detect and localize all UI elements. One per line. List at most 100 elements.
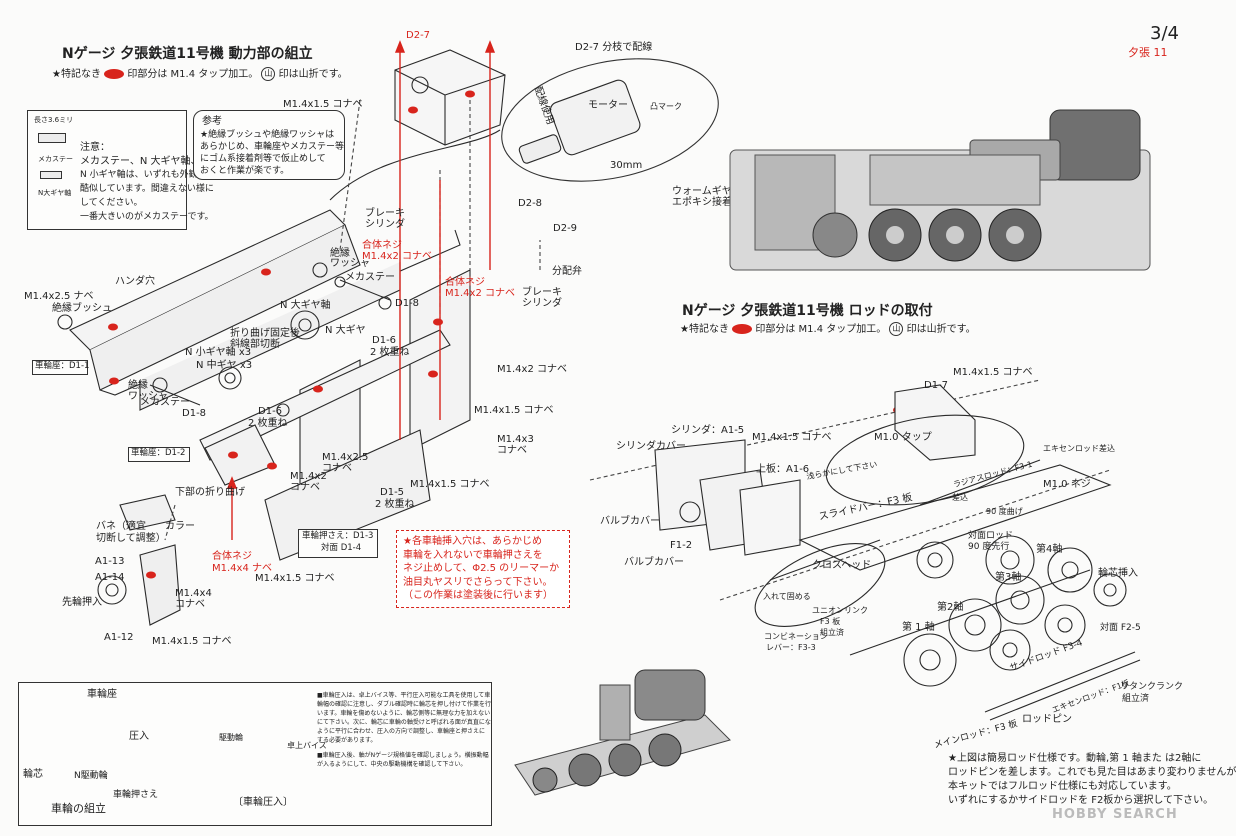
label-bottom-fold: 下部の折り曲げ — [175, 487, 245, 498]
label-cyl-cover: シリンダカバー — [616, 441, 686, 452]
badge-wheel-press: 車輪押さえ：D1-3 対面 D1-4 — [298, 529, 378, 558]
label-brake-cyl-1: ブレーキ — [365, 208, 405, 219]
press-text-8: が入るようにして、中央の駆動機構を確認して下さい。 — [317, 761, 467, 768]
label-valve-cover: バルブカバー — [600, 516, 660, 527]
label-d1-8-a: D1-8 — [395, 298, 420, 309]
label-d2-7-top: D2-7 — [406, 30, 431, 41]
label-m14-15-mid: M1.4x1.5 コナベ — [474, 405, 554, 416]
label-a1-12: A1-12 — [104, 632, 134, 643]
label-return-crank-2: 組立済 — [1122, 694, 1150, 704]
label-assembly-screw-3b: M1.4x4 ナベ — [212, 563, 272, 574]
vise-label: 卓上バイス — [287, 741, 327, 750]
label-valve-cover-2: バルブカバー — [624, 557, 684, 568]
reamer-line-2: 車輪を入れないで車輪押さえを — [403, 549, 543, 561]
press-text-7: ■車輪圧入後、軸がNゲージ規格値を確認しましょう。横振動幅 — [317, 752, 489, 759]
label-cylinder: シリンダ：A1-5 — [671, 425, 745, 436]
label-d1-5: D1-5 — [380, 487, 405, 498]
caution-line-2: N 小ギヤ軸は、いずれも外観が — [80, 170, 207, 180]
label-30mm: 30mm — [610, 160, 643, 171]
label-d1-6-b: D1-6 — [258, 406, 283, 417]
label-assembly-screw-3: 合体ネジ — [212, 551, 252, 562]
label-m14-2: M1.4x2 コナベ — [497, 364, 567, 375]
reference-line-2: あらかじめ、車輪座やメカステー等 — [200, 142, 345, 152]
label-m14-2-b: M1.4x2 — [290, 471, 327, 482]
drive-wheel-label: 駆動輪 — [219, 733, 243, 742]
press-in-label: 圧入 — [129, 731, 149, 742]
label-m14-25-b2: コナベ — [322, 463, 352, 474]
label-eccentric-rod: エキセンロッド差込 — [1043, 444, 1115, 453]
label-assembly-screw-1: 合体ネジ — [362, 240, 402, 251]
press-text-2: 輪幅の確認に注意し、ダブル確認時に輪芯を押し付けて作業を行 — [317, 701, 492, 708]
label-fold-fix-2: 斜線部切断 — [230, 339, 280, 350]
label-union-link-3: 組立済 — [820, 628, 844, 637]
label-spring-1: バネ（適宜 — [96, 521, 146, 532]
label-m14-15-cyl: M1.4x1.5 コナベ — [752, 432, 832, 443]
shaft-part-icon — [40, 171, 62, 179]
label-axle-4: 第4軸 — [1036, 544, 1063, 555]
caution-line-1: メカステー、N 大ギヤ軸、 — [80, 156, 201, 167]
label-lead-insert: 先輪押入 — [62, 597, 102, 608]
label-m1-screw: M1.0 ネジ — [1043, 479, 1091, 490]
label-combination-1: コンビネーション — [764, 632, 828, 641]
section2-legend: ★特記なき 印部分は M1.4 タップ加工。 山 印は山折です。 — [680, 322, 976, 336]
gear-shaft-label: N大ギヤ軸 — [38, 189, 72, 197]
reamer-caution-note: ★各車軸挿入穴は、あらかじめ 車輪を入れないで車輪押さえを ネジ止めして、Φ2.… — [396, 530, 570, 608]
label-m14-2-b2: コナベ — [290, 482, 320, 493]
label-fold-fix-1: 折り曲げ固定後 — [230, 328, 300, 339]
label-crosshead: クロスヘッド — [812, 560, 872, 571]
reference-line-4: おくと作業が楽です。 — [200, 166, 290, 176]
badge-wheel-seat-d1-1: 車輪座：D1-1 — [32, 360, 89, 375]
wheel-assembly-box: 車輪座 圧入 輪芯 N駆動輪 車輪の組立 車輪押さえ 駆動輪 卓上バイス 〔車輪… — [18, 682, 492, 826]
caution-line-3: 酷似しています。間違えない様に — [80, 184, 214, 194]
label-d1-8-b: D1-8 — [182, 408, 207, 419]
caution-line-5: 一番大きいのがメカステーです。 — [80, 212, 214, 222]
tap-mark-icon — [732, 324, 753, 334]
label-mark: 凸マーク — [650, 102, 682, 111]
label-insert-fix: 入れて固める — [763, 592, 811, 601]
label-brake-cyl-2: ブレーキ — [522, 287, 562, 298]
label-m14-25: M1.4x2.5 ナベ — [24, 291, 94, 302]
page-number: 3/4 — [1150, 23, 1179, 44]
rod-note-line-1: ★上図は簡易ロッド仕様です。動輪,第 1 軸また は2軸に — [948, 753, 1202, 764]
label-d1-7: D1-7 — [924, 380, 949, 391]
wheel-core-label: 輪芯 — [23, 769, 43, 780]
label-axle-insert: 輪芯挿入 — [1098, 568, 1138, 579]
label-insul-bush: 絶縁ブッシュ — [52, 303, 112, 314]
label-d1-6-a-sub: 2 枚重ね — [370, 347, 410, 358]
label-m14-15-low: M1.4x1.5 コナベ — [410, 479, 490, 490]
reference-note-box: 参考 ★絶縁ブッシュや絶縁ワッシャは あらかじめ、車輪座やメカステー等 にゴム系… — [193, 110, 345, 180]
caution-note-box: 長さ3.6ミリ メカステー N大ギヤ軸 注意： メカステー、N 大ギヤ軸、 N … — [27, 110, 214, 230]
label-n-small-shaft: N 小ギヤ軸 x3 — [185, 347, 252, 358]
press-text-5: ように平行に合わせ、圧入の方向で調整し、車輪座と押さえに — [317, 728, 486, 735]
section2-title: Nゲージ 夕張鉄道11号機 ロッドの取付 — [682, 303, 933, 319]
chassis-photo — [720, 95, 1168, 290]
label-collar: カラー — [165, 521, 195, 532]
label-m14-4b: コナベ — [175, 599, 205, 610]
label-n-mid-gear: N 中ギヤ x3 — [196, 360, 253, 371]
rod-note-line-2: ロッドピンを差します。これでも見た目はあまり変わりませんが — [948, 767, 1236, 778]
label-d1-5-sub: 2 枚重ね — [375, 499, 415, 510]
mountain-fold-icon: 山 — [261, 67, 276, 81]
reamer-line-5: （この作業は塗装後に行います） — [403, 590, 553, 601]
press-in-caption: 〔車輪圧入〕 — [233, 797, 293, 808]
reference-line-3: にゴム系接着剤等で仮止めして — [200, 154, 326, 164]
label-axle-3: 第3軸 — [995, 572, 1022, 583]
reamer-line-4: 油目丸ヤスリでさらって下さい。 — [403, 576, 553, 588]
chassis-photo-2 — [505, 660, 740, 810]
label-assembly-screw-2b: M1.4x2 コナベ — [445, 288, 515, 299]
label-worm-2: エポキシ接着取付 — [672, 197, 752, 208]
rod-note-line-4: いずれにするかサイドロッドを F2板から選択して下さい。 — [948, 795, 1214, 806]
label-return-crank-1: リタンクランク — [1120, 682, 1184, 692]
label-combination-2: レバー：F3-3 — [766, 643, 816, 652]
label-screw-top: M1.4x1.5 コナベ — [283, 99, 363, 110]
label-worm-1: ウォームギヤ — [672, 186, 732, 197]
reference-line-1: ★絶縁ブッシュや絶縁ワッシャは — [200, 130, 335, 140]
label-motor: モーター — [588, 100, 628, 111]
press-text-1: ■車輪圧入は、卓上バイス等、平行圧入可能な工具を使用して車 — [317, 692, 491, 699]
caution-heading: 注意： — [80, 142, 110, 153]
label-n-big-shaft: N 大ギヤ軸 — [280, 300, 331, 311]
section1-title: Nゲージ 夕張鉄道11号機 動力部の組立 — [62, 46, 313, 62]
mountain-fold-icon: 山 — [889, 322, 904, 336]
label-m1-tap: M1.0 タップ — [874, 432, 932, 443]
reamer-line-1: ★各車軸挿入穴は、あらかじめ — [403, 536, 542, 547]
